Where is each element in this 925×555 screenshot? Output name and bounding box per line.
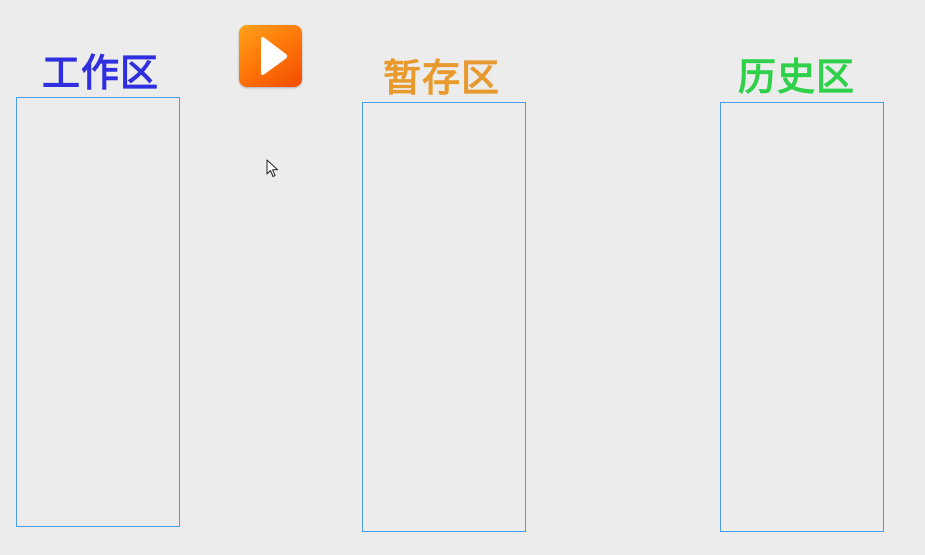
working-area-title: 工作区 [42, 51, 160, 95]
history-area-title: 历史区 [738, 55, 856, 99]
working-area-box [16, 97, 180, 527]
mouse-pointer-icon [266, 159, 278, 177]
play-icon [261, 37, 288, 75]
staging-area-title: 暂存区 [383, 56, 501, 100]
history-area-box [720, 102, 884, 532]
play-button[interactable] [239, 25, 302, 87]
staging-area-box [362, 102, 526, 532]
